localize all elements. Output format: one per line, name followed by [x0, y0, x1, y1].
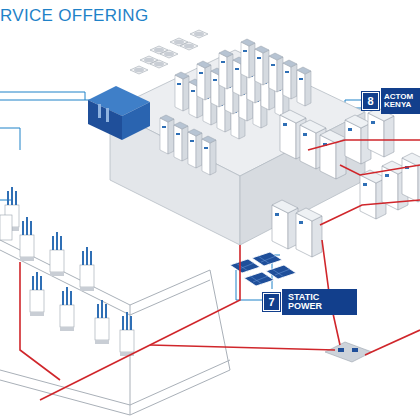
callout-number: 8: [362, 92, 379, 110]
roof-fans: [130, 30, 208, 74]
callout-number: 7: [263, 293, 280, 311]
callout-text: ACTOM KENYA: [381, 88, 420, 114]
section-title: RVICE OFFERING: [0, 6, 148, 26]
server-racks: [160, 39, 311, 175]
callout-text: STATIC POWER: [282, 289, 357, 315]
power-cabinets: [272, 108, 420, 257]
callout-label: 8ACTOM KENYA: [362, 88, 420, 114]
switch-unit: [325, 342, 372, 362]
callout-label: 7STATIC POWER: [263, 289, 357, 315]
generator: [88, 86, 150, 140]
substation: [0, 187, 230, 415]
power-cables: [20, 140, 420, 400]
